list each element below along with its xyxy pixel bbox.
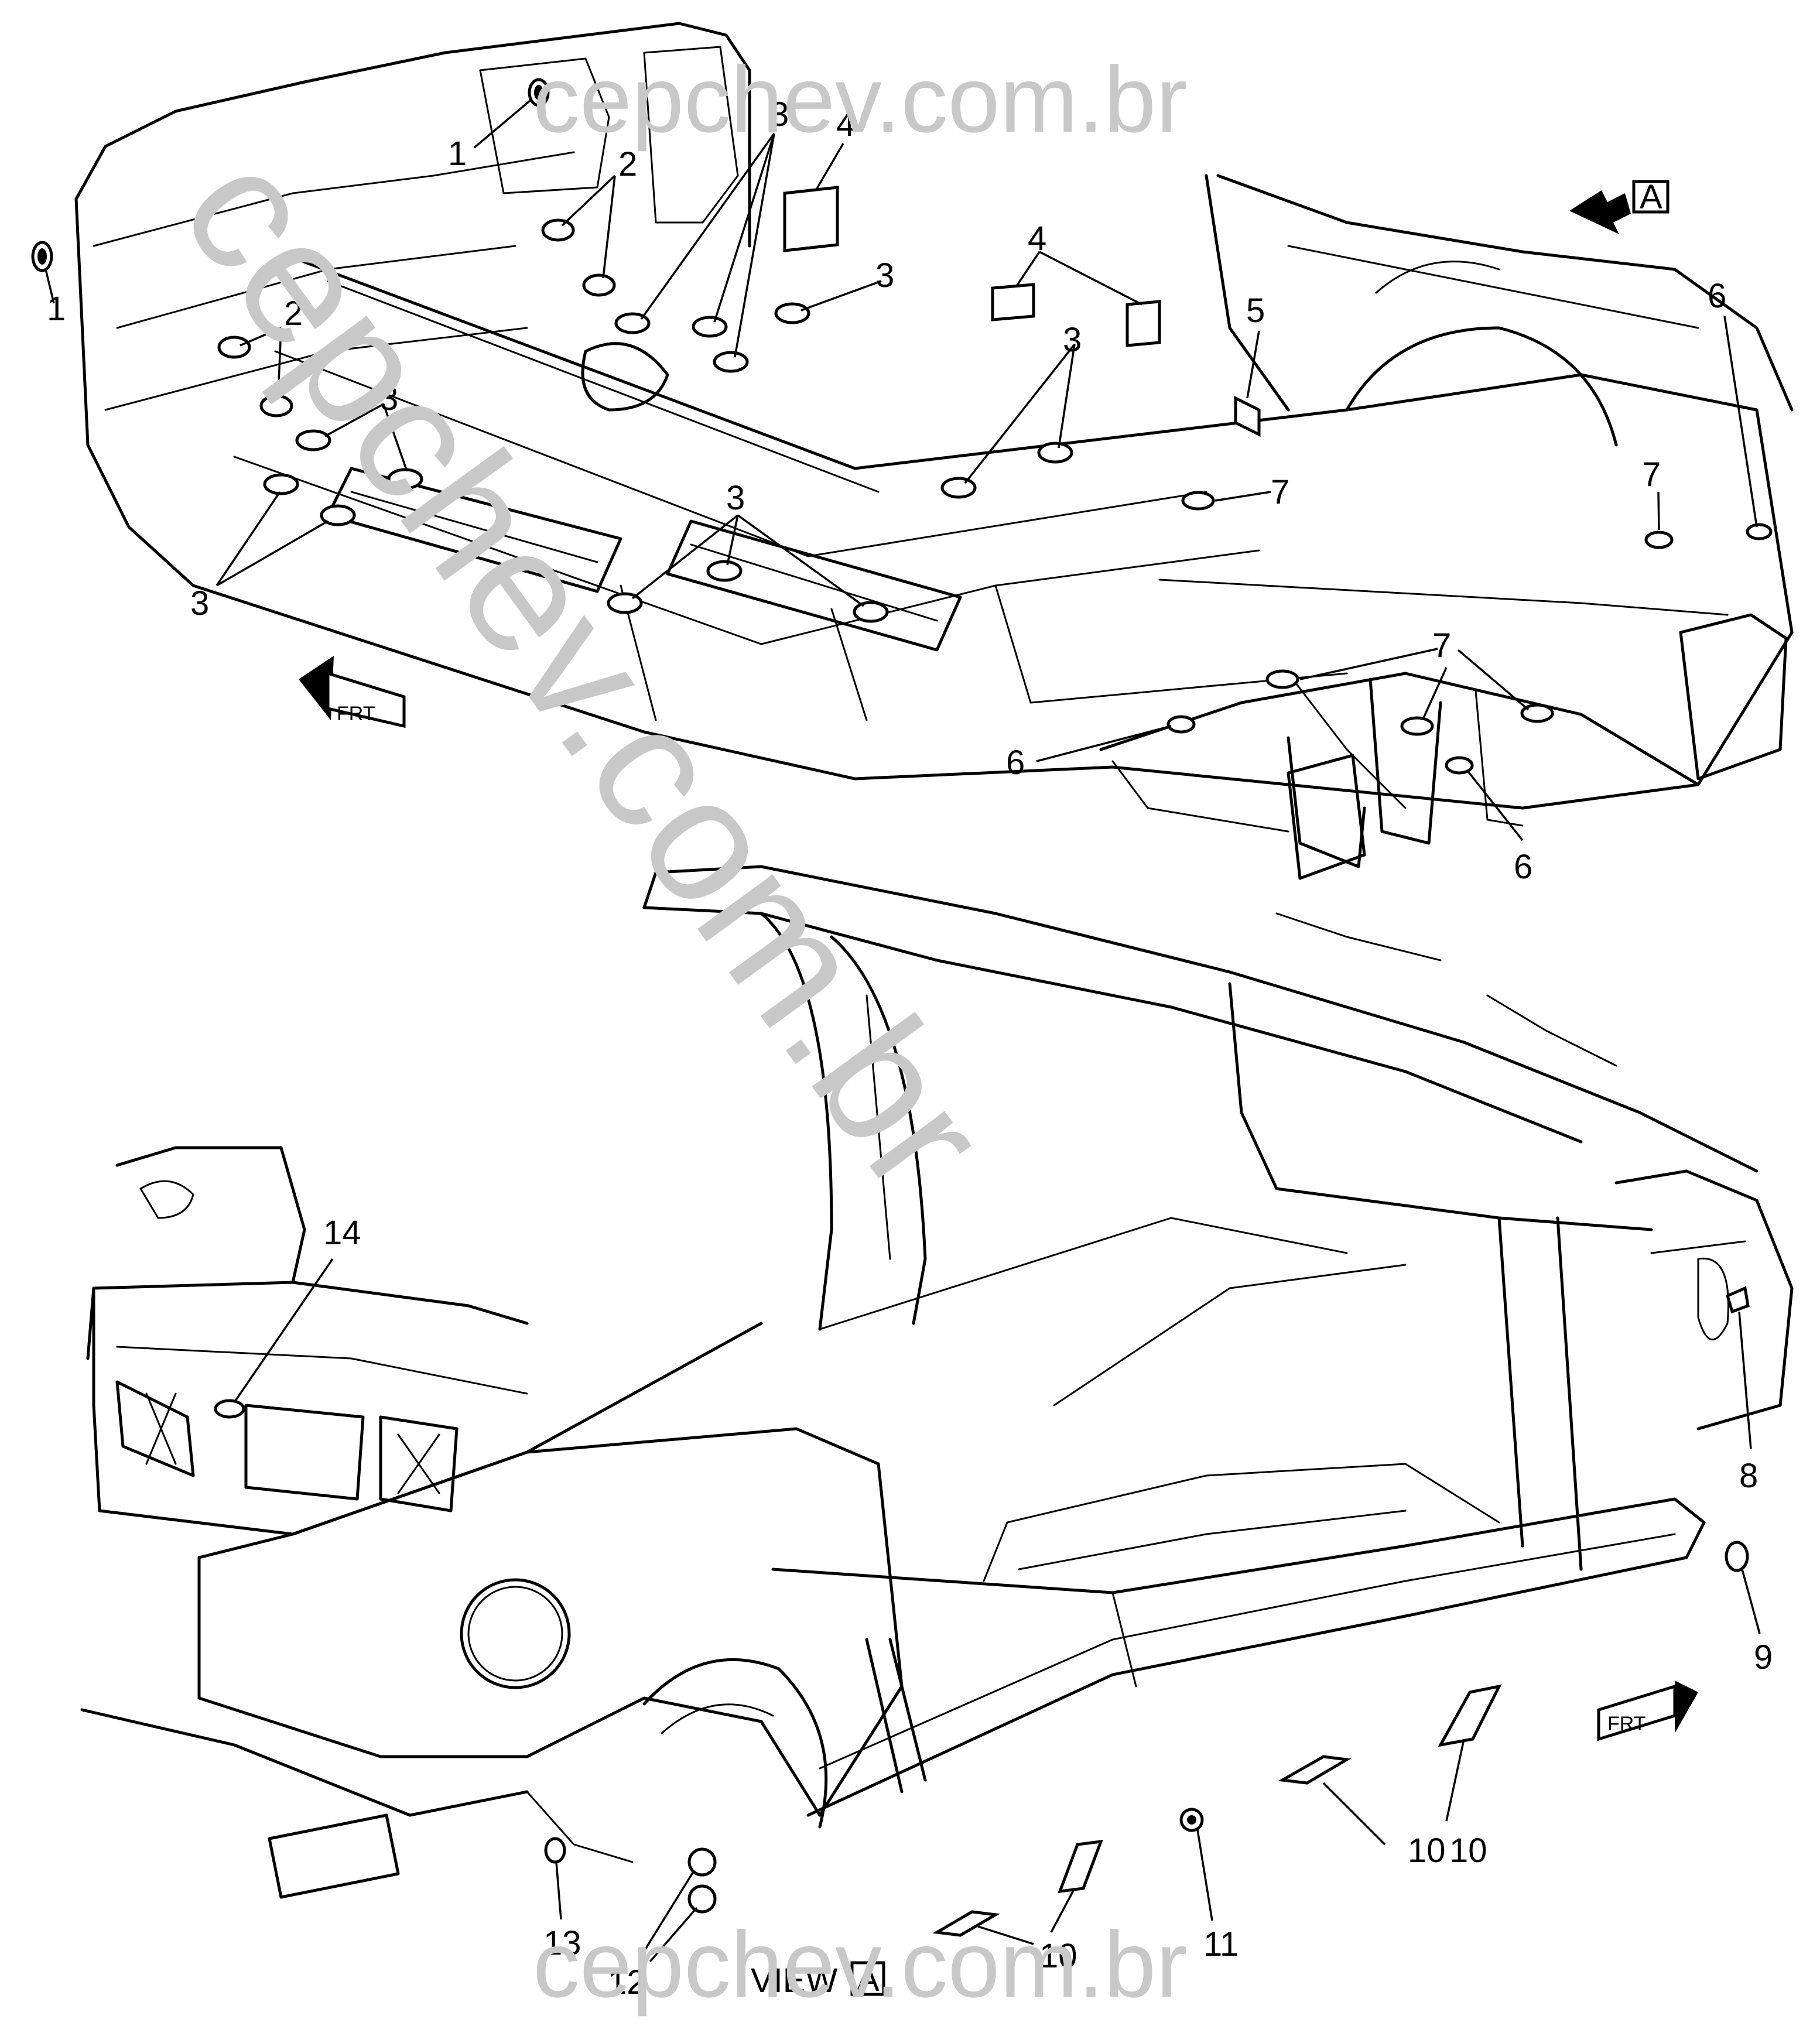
watermarks: cepchev.com.br cepchev.com.br cepchev.co… (145, 47, 1188, 2017)
callout-6: 6 (1708, 277, 1726, 315)
frt-label-bottom: FRT (1607, 1713, 1645, 1735)
callout-3: 3 (379, 379, 398, 417)
view-arrow-icon (1569, 190, 1631, 234)
callout-3: 3 (875, 256, 894, 295)
frt-marker-bottom-right: FRT (1597, 1681, 1698, 1741)
watermark-bottom: cepchev.com.br (533, 1912, 1188, 2017)
callout-3: 3 (770, 95, 789, 134)
frt-arrow-icon (1675, 1681, 1698, 1733)
callout-6: 6 (1006, 744, 1025, 782)
callout-10: 10 (1408, 1832, 1446, 1870)
callout-13: 13 (543, 1924, 581, 1962)
view-a-arrow: A (1569, 178, 1670, 234)
callout-11: 11 (1203, 1925, 1239, 1963)
callout-3: 3 (190, 584, 209, 622)
view-arrow-letter: A (1640, 178, 1662, 216)
view-label-text: VIEW (751, 1962, 837, 2000)
callout-5: 5 (1246, 292, 1265, 330)
callout-3: 3 (726, 479, 745, 517)
callout-9: 9 (1754, 1638, 1773, 1676)
callout-10: 10 (1039, 1937, 1077, 1975)
callout-7: 7 (1642, 456, 1661, 494)
callout-14: 14 (323, 1214, 361, 1252)
callout-numbers: 1 1 2 2 3 3 3 3 3 3 4 4 5 6 6 6 7 7 7 8 … (47, 95, 1773, 2001)
callout-6: 6 (1514, 848, 1532, 886)
callout-1: 1 (47, 290, 66, 328)
watermark-top: cepchev.com.br (533, 47, 1188, 152)
callout-4: 4 (1028, 220, 1046, 258)
callout-2: 2 (618, 145, 637, 183)
frt-arrow-icon (299, 656, 334, 720)
body-side-assembly (80, 865, 1794, 1899)
frt-marker-top-left: FRT (299, 656, 406, 728)
callout-12: 12 (608, 1963, 646, 2001)
callout-8: 8 (1739, 1457, 1758, 1495)
parts (31, 78, 1773, 1937)
view-a-label: VIEW A (751, 1960, 885, 2000)
callout-4: 4 (836, 105, 855, 143)
callout-7: 7 (1271, 473, 1289, 511)
callout-1: 1 (448, 135, 467, 173)
callout-10: 10 (1449, 1832, 1487, 1870)
leader-lines (45, 100, 1761, 1963)
callout-3: 3 (1063, 321, 1082, 359)
callout-7: 7 (1432, 627, 1451, 665)
callout-2: 2 (284, 295, 303, 333)
underbody-floor-assembly (74, 22, 1794, 880)
frt-label-top: FRT (337, 703, 375, 725)
view-label-letter: A (857, 1960, 880, 1998)
